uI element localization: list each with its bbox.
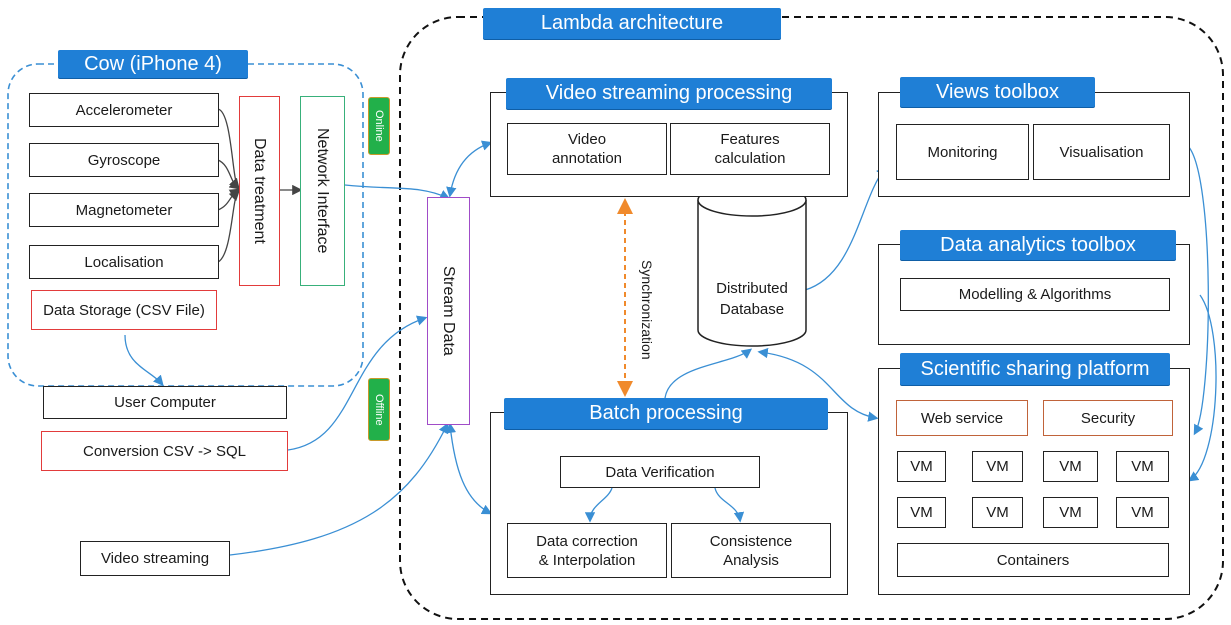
cow-boundary bbox=[7, 63, 364, 387]
video-annotation-box: Video annotation bbox=[507, 123, 667, 175]
database-label: Distributed Database bbox=[716, 280, 788, 318]
consistence-analysis-box: Consistence Analysis bbox=[671, 523, 831, 578]
security-box: Security bbox=[1043, 400, 1173, 436]
video-processing-title: Video streaming processing bbox=[506, 78, 832, 109]
web-service-box: Web service bbox=[896, 400, 1028, 436]
lambda-boundary bbox=[399, 16, 1224, 620]
monitoring-box: Monitoring bbox=[896, 124, 1029, 180]
vm-box: VM bbox=[897, 451, 946, 482]
sensor-localisation: Localisation bbox=[29, 245, 219, 279]
network-interface-box: Network Interface bbox=[300, 96, 345, 286]
vm-box: VM bbox=[972, 451, 1023, 482]
data-treatment-box: Data treatment bbox=[239, 96, 280, 286]
features-calculation-box: Features calculation bbox=[670, 123, 830, 175]
modelling-box: Modelling & Algorithms bbox=[900, 278, 1170, 311]
vm-box: VM bbox=[1116, 497, 1169, 528]
network-interface-label: Network Interface bbox=[314, 128, 331, 254]
batch-processing-title: Batch processing bbox=[504, 398, 828, 429]
conversion-box: Conversion CSV -> SQL bbox=[41, 431, 288, 471]
vm-box: VM bbox=[1116, 451, 1169, 482]
vm-box: VM bbox=[897, 497, 946, 528]
user-computer-box: User Computer bbox=[43, 386, 287, 419]
online-badge: Online bbox=[368, 97, 390, 155]
sensor-accelerometer: Accelerometer bbox=[29, 93, 219, 127]
sensor-gyroscope: Gyroscope bbox=[29, 143, 219, 177]
lambda-title: Lambda architecture bbox=[483, 8, 781, 39]
data-storage-box: Data Storage (CSV File) bbox=[31, 290, 217, 330]
vm-box: VM bbox=[1043, 497, 1098, 528]
stream-data-label: Stream Data bbox=[440, 266, 457, 356]
sensor-magnetometer: Magnetometer bbox=[29, 193, 219, 227]
stream-data-box: Stream Data bbox=[427, 197, 470, 425]
data-verification-box: Data Verification bbox=[560, 456, 760, 488]
synchronization-label: Synchronization bbox=[639, 260, 655, 360]
video-streaming-box: Video streaming bbox=[80, 541, 230, 576]
containers-box: Containers bbox=[897, 543, 1169, 577]
analytics-toolbox-title: Data analytics toolbox bbox=[900, 230, 1176, 260]
offline-badge: Offline bbox=[368, 378, 390, 441]
vm-box: VM bbox=[1043, 451, 1098, 482]
vm-box: VM bbox=[972, 497, 1023, 528]
visualisation-box: Visualisation bbox=[1033, 124, 1170, 180]
database-cylinder bbox=[697, 183, 807, 347]
views-toolbox-title: Views toolbox bbox=[900, 77, 1095, 107]
cow-title: Cow (iPhone 4) bbox=[58, 50, 248, 78]
sharing-platform-title: Scientific sharing platform bbox=[900, 353, 1170, 385]
data-correction-box: Data correction & Interpolation bbox=[507, 523, 667, 578]
data-treatment-label: Data treatment bbox=[251, 138, 268, 244]
